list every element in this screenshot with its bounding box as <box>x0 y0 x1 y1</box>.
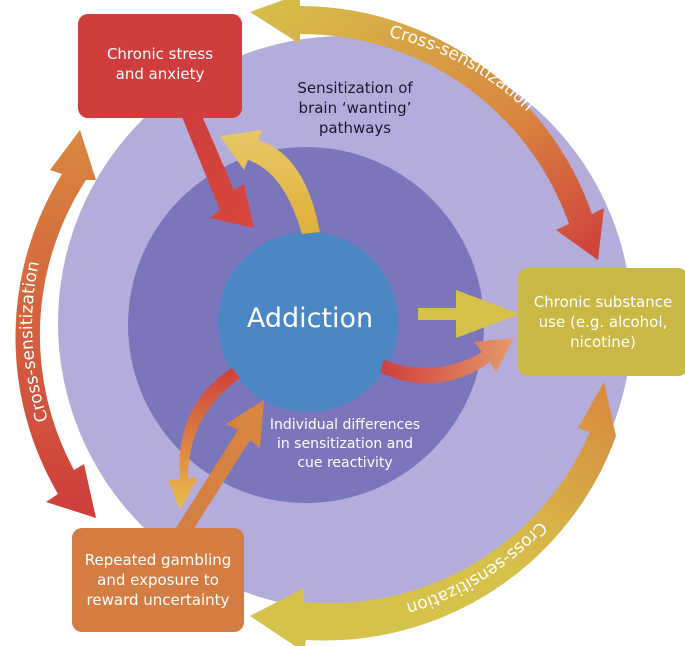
cross-sensitization-arrow-left <box>15 130 96 518</box>
stress-to-addiction-arrow <box>180 102 254 228</box>
chronic-substance-label: Chronic substance use (e.g. alcohol, nic… <box>533 293 673 351</box>
cross-sensitization-arrow-top-right <box>250 0 604 260</box>
addiction-to-substance-curved-arrow <box>380 338 514 384</box>
chronic-stress-label: Chronic stress and anxiety <box>106 45 214 83</box>
sensitization-pathways-label: Sensitization of brain ‘wanting’ pathway… <box>297 79 413 137</box>
gambling-to-addiction-arrow <box>176 400 264 538</box>
chronic-stress-box: Chronic stress and anxiety <box>78 14 242 118</box>
addiction-to-gambling-curved-arrow <box>168 368 240 510</box>
cross-sensitization-arrow-bottom-right <box>250 382 616 646</box>
addiction-label: Addiction <box>246 303 374 334</box>
chronic-substance-box: Chronic substance use (e.g. alcohol, nic… <box>518 268 685 376</box>
addiction-to-stress-curved-arrow <box>220 130 320 234</box>
substance-to-addiction-arrow <box>418 290 520 338</box>
individual-differences-label: Individual differences in sensitization … <box>269 417 421 471</box>
repeated-gambling-box: Repeated gambling and exposure to reward… <box>72 528 244 632</box>
repeated-gambling-label: Repeated gambling and exposure to reward… <box>84 551 232 609</box>
addiction-core <box>218 232 398 412</box>
